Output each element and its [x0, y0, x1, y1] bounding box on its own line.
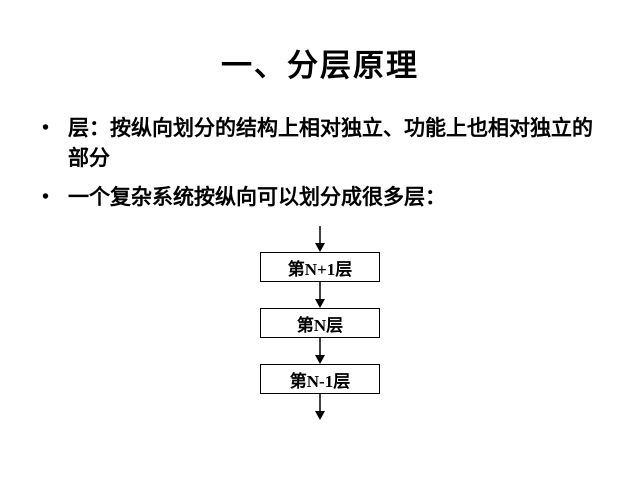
down-arrow-icon — [315, 226, 325, 253]
layer-box-label: 第N+1层 — [287, 259, 353, 279]
bullet-icon — [42, 182, 68, 212]
bullet-text: 层：按纵向划分的结构上相对独立、功能上也相对独立的部分 — [68, 116, 593, 171]
layer-box-label: 第N-1层 — [289, 371, 351, 391]
down-arrow-icon — [315, 394, 325, 421]
bullet-text: 一个复杂系统按纵向可以划分成很多层： — [68, 184, 446, 209]
bullet-item: 一个复杂系统按纵向可以划分成很多层： — [42, 182, 604, 212]
bullet-list: 层：按纵向划分的结构上相对独立、功能上也相对独立的部分 一个复杂系统按纵向可以划… — [42, 113, 604, 212]
layer-box: 第N+1层 — [260, 252, 380, 283]
layer-diagram: 第N+1层 第N层 第N-1层 — [0, 226, 640, 421]
bullet-icon — [42, 113, 68, 143]
down-arrow-icon — [315, 338, 325, 365]
layer-box-label: 第N层 — [296, 315, 344, 335]
layer-box: 第N层 — [260, 308, 380, 339]
layer-box: 第N-1层 — [260, 364, 380, 395]
slide-title: 一、分层原理 — [221, 48, 419, 83]
down-arrow-icon — [315, 282, 325, 309]
bullet-item: 层：按纵向划分的结构上相对独立、功能上也相对独立的部分 — [42, 113, 604, 174]
